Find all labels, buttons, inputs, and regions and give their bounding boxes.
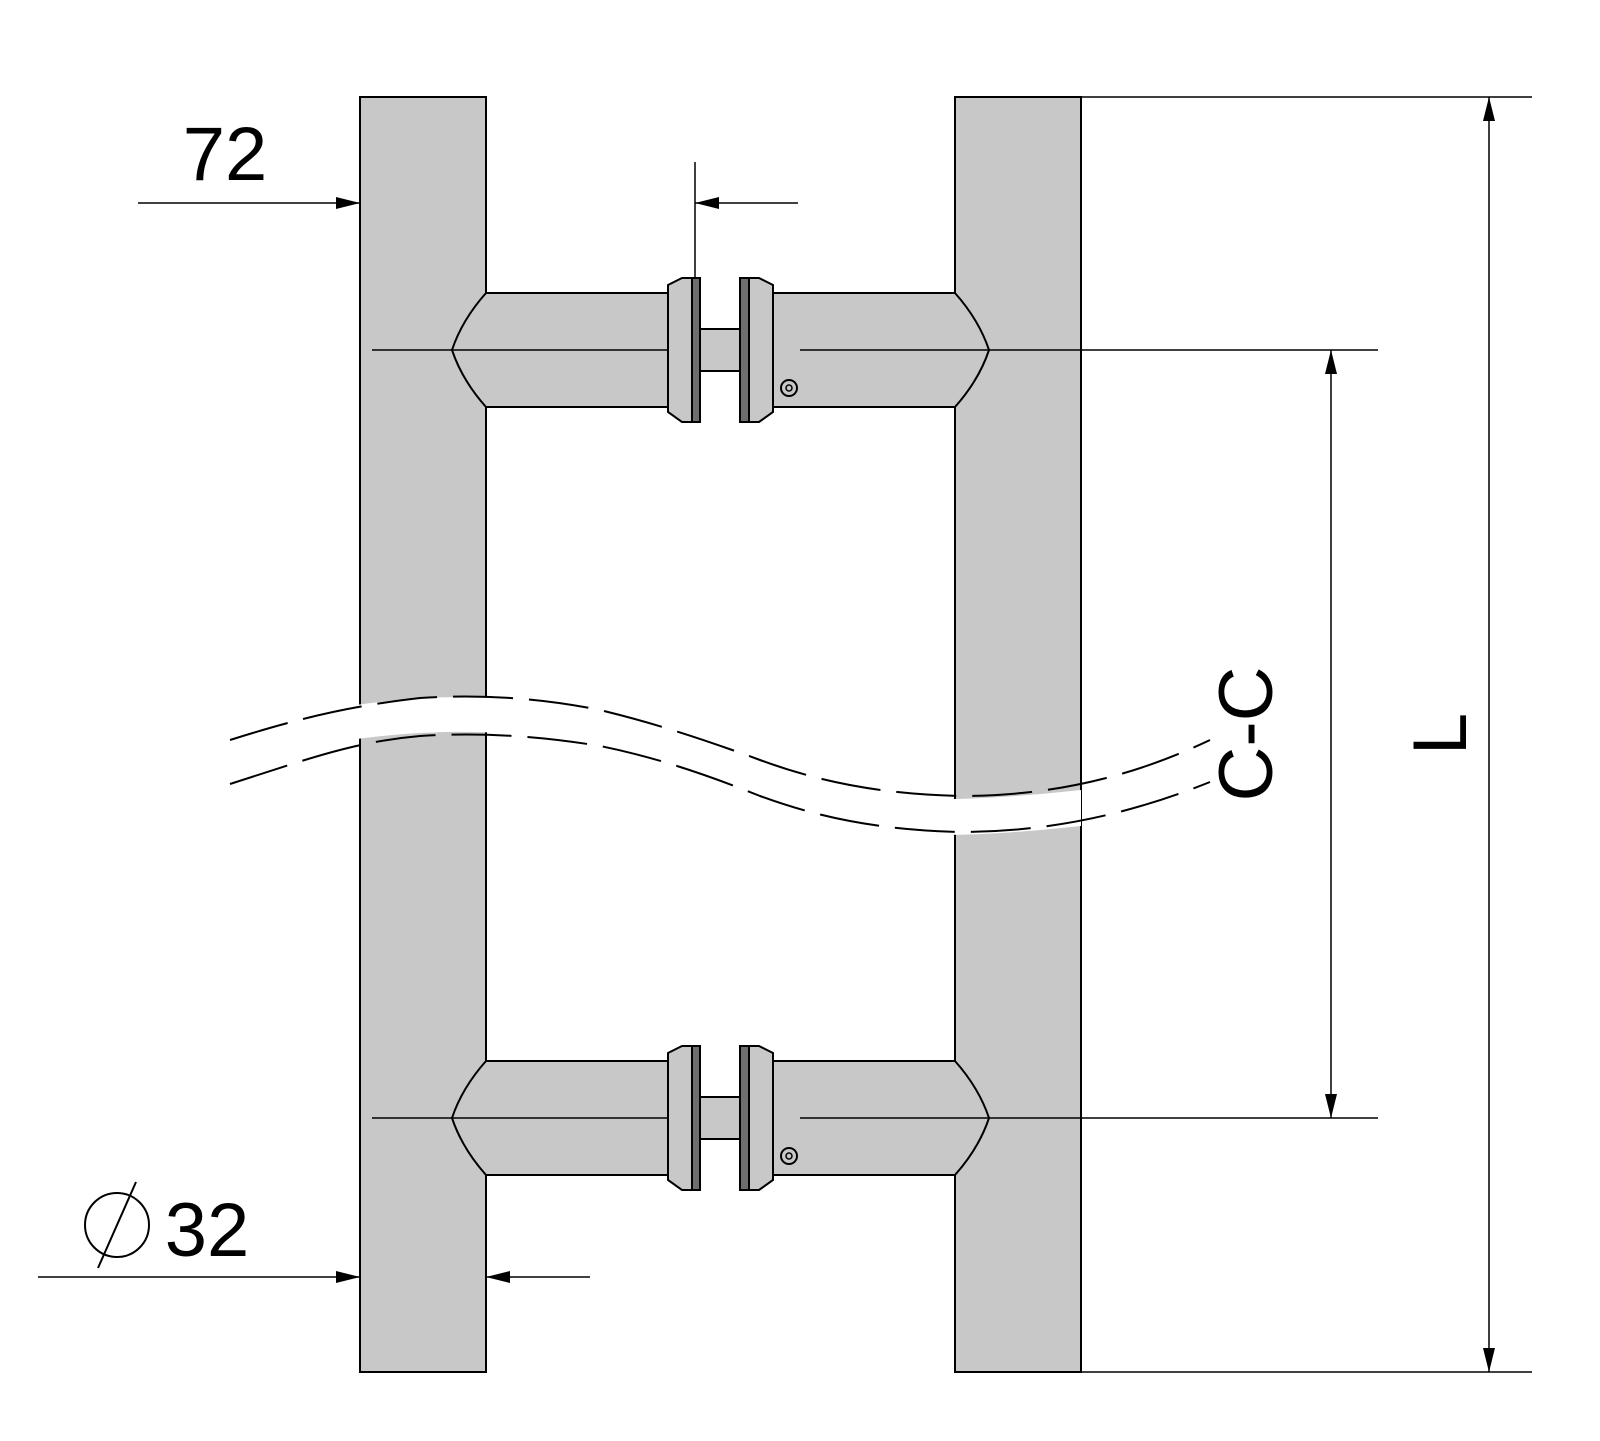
- set-screw-icon: [780, 379, 798, 397]
- right-handle-bar: [954, 96, 1082, 1373]
- offset-dimension: 72: [138, 112, 798, 278]
- set-screw-icon: [780, 1147, 798, 1165]
- length-label: L: [1398, 713, 1483, 755]
- diameter-dimension: 32: [38, 1181, 590, 1283]
- diameter-label: 32: [165, 1188, 250, 1273]
- offset-label: 72: [183, 112, 268, 197]
- center-to-center-label: C-C: [1204, 666, 1289, 801]
- length-dimension: L: [1081, 96, 1532, 1373]
- break-line: [229, 695, 1211, 835]
- diameter-symbol-icon: [84, 1192, 150, 1258]
- center-to-center-dimension: C-C: [1204, 350, 1337, 1118]
